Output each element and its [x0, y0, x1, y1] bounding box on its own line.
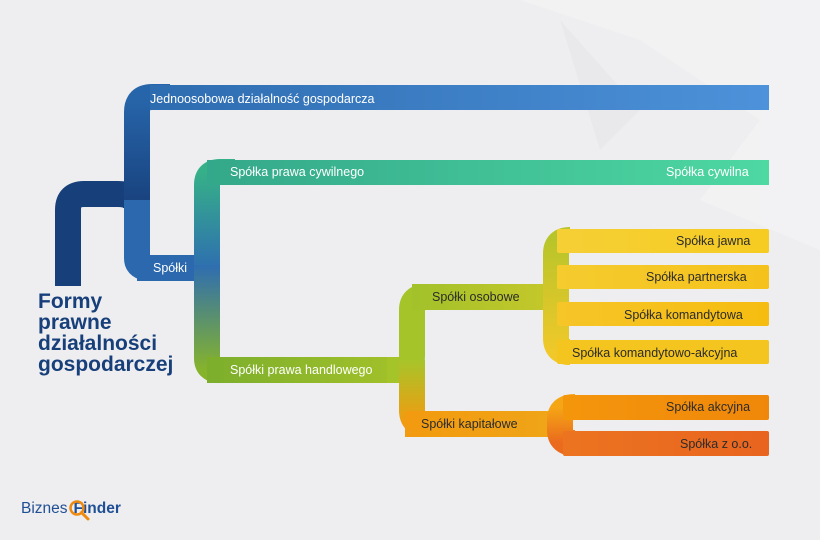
- leaf-partnerska: [557, 265, 769, 289]
- label-spolki: Spółki: [153, 261, 188, 275]
- bar-jednoosobowa: [150, 85, 769, 110]
- leaf-komandytowo-akcyjna: [557, 340, 769, 364]
- magnifier-icon: [69, 500, 90, 521]
- branch-civil-stem: [194, 159, 235, 272]
- bar-prawa-handlowego: [207, 357, 397, 383]
- background-watermark: [520, 0, 820, 250]
- label-komandytowa: Spółka komandytowa: [624, 308, 743, 322]
- comb-osobowe: [543, 227, 571, 365]
- bar-osobowe: [412, 284, 554, 310]
- label-akcyjna: Spółka akcyjna: [666, 400, 751, 414]
- title-line-4: gospodarczej: [38, 353, 174, 376]
- label-jednoosobowa: Jednoosobowa działalność gospodarcza: [150, 92, 375, 106]
- branch-commercial-stem: [194, 265, 235, 383]
- leaf-komandytowa: [557, 302, 769, 326]
- label-partnerska: Spółka partnerska: [646, 270, 747, 284]
- leaf-jawna: [557, 229, 769, 253]
- label-komandytowo-akcyjna: Spółka komandytowo-akcyjna: [572, 346, 738, 360]
- label-zoo: Spółka z o.o.: [680, 437, 753, 451]
- bar-prawa-cywilnego: [207, 160, 769, 185]
- label-jawna: Spółka jawna: [676, 234, 751, 248]
- label-spolka-cywilna: Spółka cywilna: [666, 165, 749, 179]
- biznesfinder-logo: Biznes Finder: [21, 499, 121, 523]
- logo-text-biznes: Biznes: [21, 500, 68, 517]
- label-prawa-handlowego: Spółki prawa handlowego: [230, 363, 373, 377]
- bar-kapitalowe: [405, 411, 560, 437]
- label-kapitalowe: Spółki kapitałowe: [421, 417, 518, 431]
- leaf-zoo: [563, 431, 769, 456]
- diagram-title: Formy prawne działalności gospodarczej: [38, 291, 173, 375]
- label-prawa-cywilnego: Spółka prawa cywilnego: [230, 165, 365, 179]
- label-osobowe: Spółki osobowe: [432, 290, 520, 304]
- title-line-3: działalności: [38, 332, 158, 355]
- logo-text-finder: Finder: [73, 500, 121, 517]
- title-line-1: Formy: [38, 290, 103, 313]
- title-line-2: prawne: [38, 311, 112, 334]
- branch-jdg-stem: [124, 84, 170, 214]
- leaf-akcyjna: [563, 395, 769, 420]
